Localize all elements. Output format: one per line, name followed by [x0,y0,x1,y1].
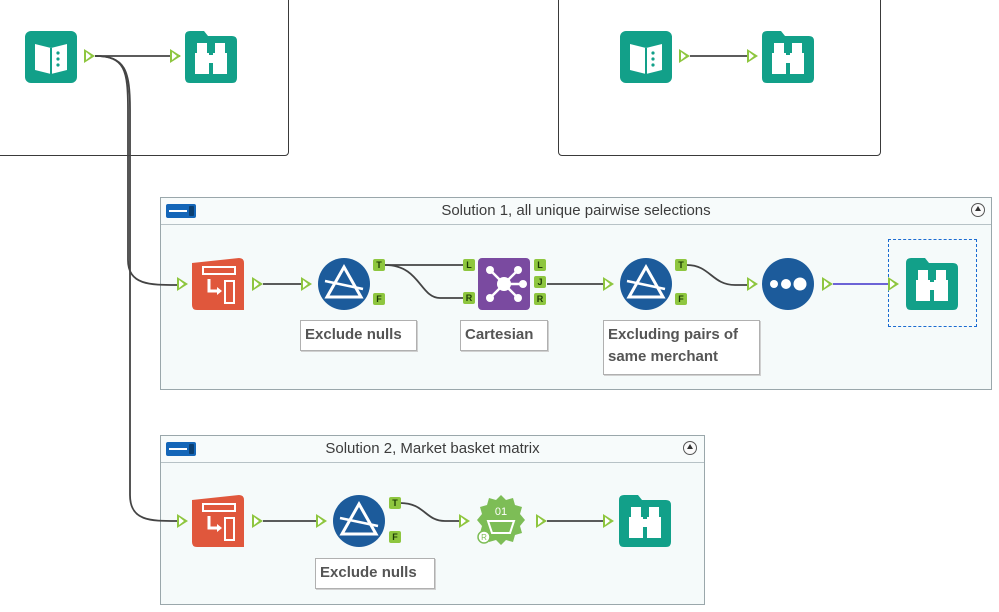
output-anchor[interactable] [84,49,95,63]
container-toggle[interactable] [166,442,196,456]
join-icon[interactable] [477,257,531,311]
annotation-exclude-nulls: Exclude nulls [300,320,417,351]
input-anchor[interactable] [316,514,327,528]
transpose-icon[interactable] [191,494,245,548]
annotation-cartesian: Cartesian [460,320,548,351]
true-anchor[interactable]: T [389,497,401,509]
false-anchor[interactable]: F [389,531,401,543]
binoculars-browse-icon[interactable] [184,30,238,84]
filter-icon[interactable] [317,257,371,311]
join-output-anchor[interactable]: J [534,276,546,288]
input-anchor[interactable] [888,277,899,291]
binoculars-browse-icon[interactable] [761,30,815,84]
svg-text:01: 01 [495,506,507,518]
binoculars-browse-icon[interactable] [905,257,959,311]
input-anchor[interactable] [170,49,181,63]
false-anchor[interactable]: F [373,293,385,305]
input-anchor[interactable] [301,277,312,291]
unique-icon[interactable] [761,257,815,311]
input-anchor[interactable] [603,277,614,291]
input-anchor[interactable] [603,514,614,528]
output-anchor[interactable] [252,514,263,528]
annotation-exclude-nulls: Exclude nulls [315,558,435,589]
container-title: Solution 2, Market basket matrix [325,440,540,457]
book-input-icon[interactable] [619,30,673,84]
input-anchor[interactable] [177,514,188,528]
top-right-frame [558,0,881,156]
annotation-excluding-pairs: Excluding pairs of same merchant [603,320,760,375]
market-basket-icon[interactable]: 01 R [474,493,528,547]
filter-icon[interactable] [332,494,386,548]
output-anchor[interactable] [679,49,690,63]
input-anchor[interactable] [747,277,758,291]
right-anchor[interactable]: R [463,292,475,304]
output-anchor[interactable] [822,277,833,291]
collapse-icon[interactable] [683,441,697,455]
output-anchor[interactable] [252,277,263,291]
output-anchor[interactable] [536,514,547,528]
false-anchor[interactable]: F [675,293,687,305]
true-anchor[interactable]: T [373,259,385,271]
right-output-anchor[interactable]: R [534,293,546,305]
input-anchor[interactable] [177,277,188,291]
transpose-icon[interactable] [191,257,245,311]
annotation-line: Excluding pairs of [608,326,739,343]
left-output-anchor[interactable]: L [534,259,546,271]
container-title: Solution 1, all unique pairwise selectio… [441,202,711,219]
collapse-icon[interactable] [971,203,985,217]
filter-icon[interactable] [619,257,673,311]
binoculars-browse-icon[interactable] [618,494,672,548]
input-anchor[interactable] [459,514,470,528]
input-anchor[interactable] [747,49,758,63]
svg-text:R: R [481,533,487,542]
true-anchor[interactable]: T [675,259,687,271]
container-header: Solution 1, all unique pairwise selectio… [161,198,991,225]
annotation-line: same merchant [608,348,719,365]
left-anchor[interactable]: L [463,259,475,271]
container-header: Solution 2, Market basket matrix [161,436,704,463]
container-toggle[interactable] [166,204,196,218]
book-input-icon[interactable] [24,30,78,84]
solution-1-container[interactable]: Solution 1, all unique pairwise selectio… [160,197,992,390]
